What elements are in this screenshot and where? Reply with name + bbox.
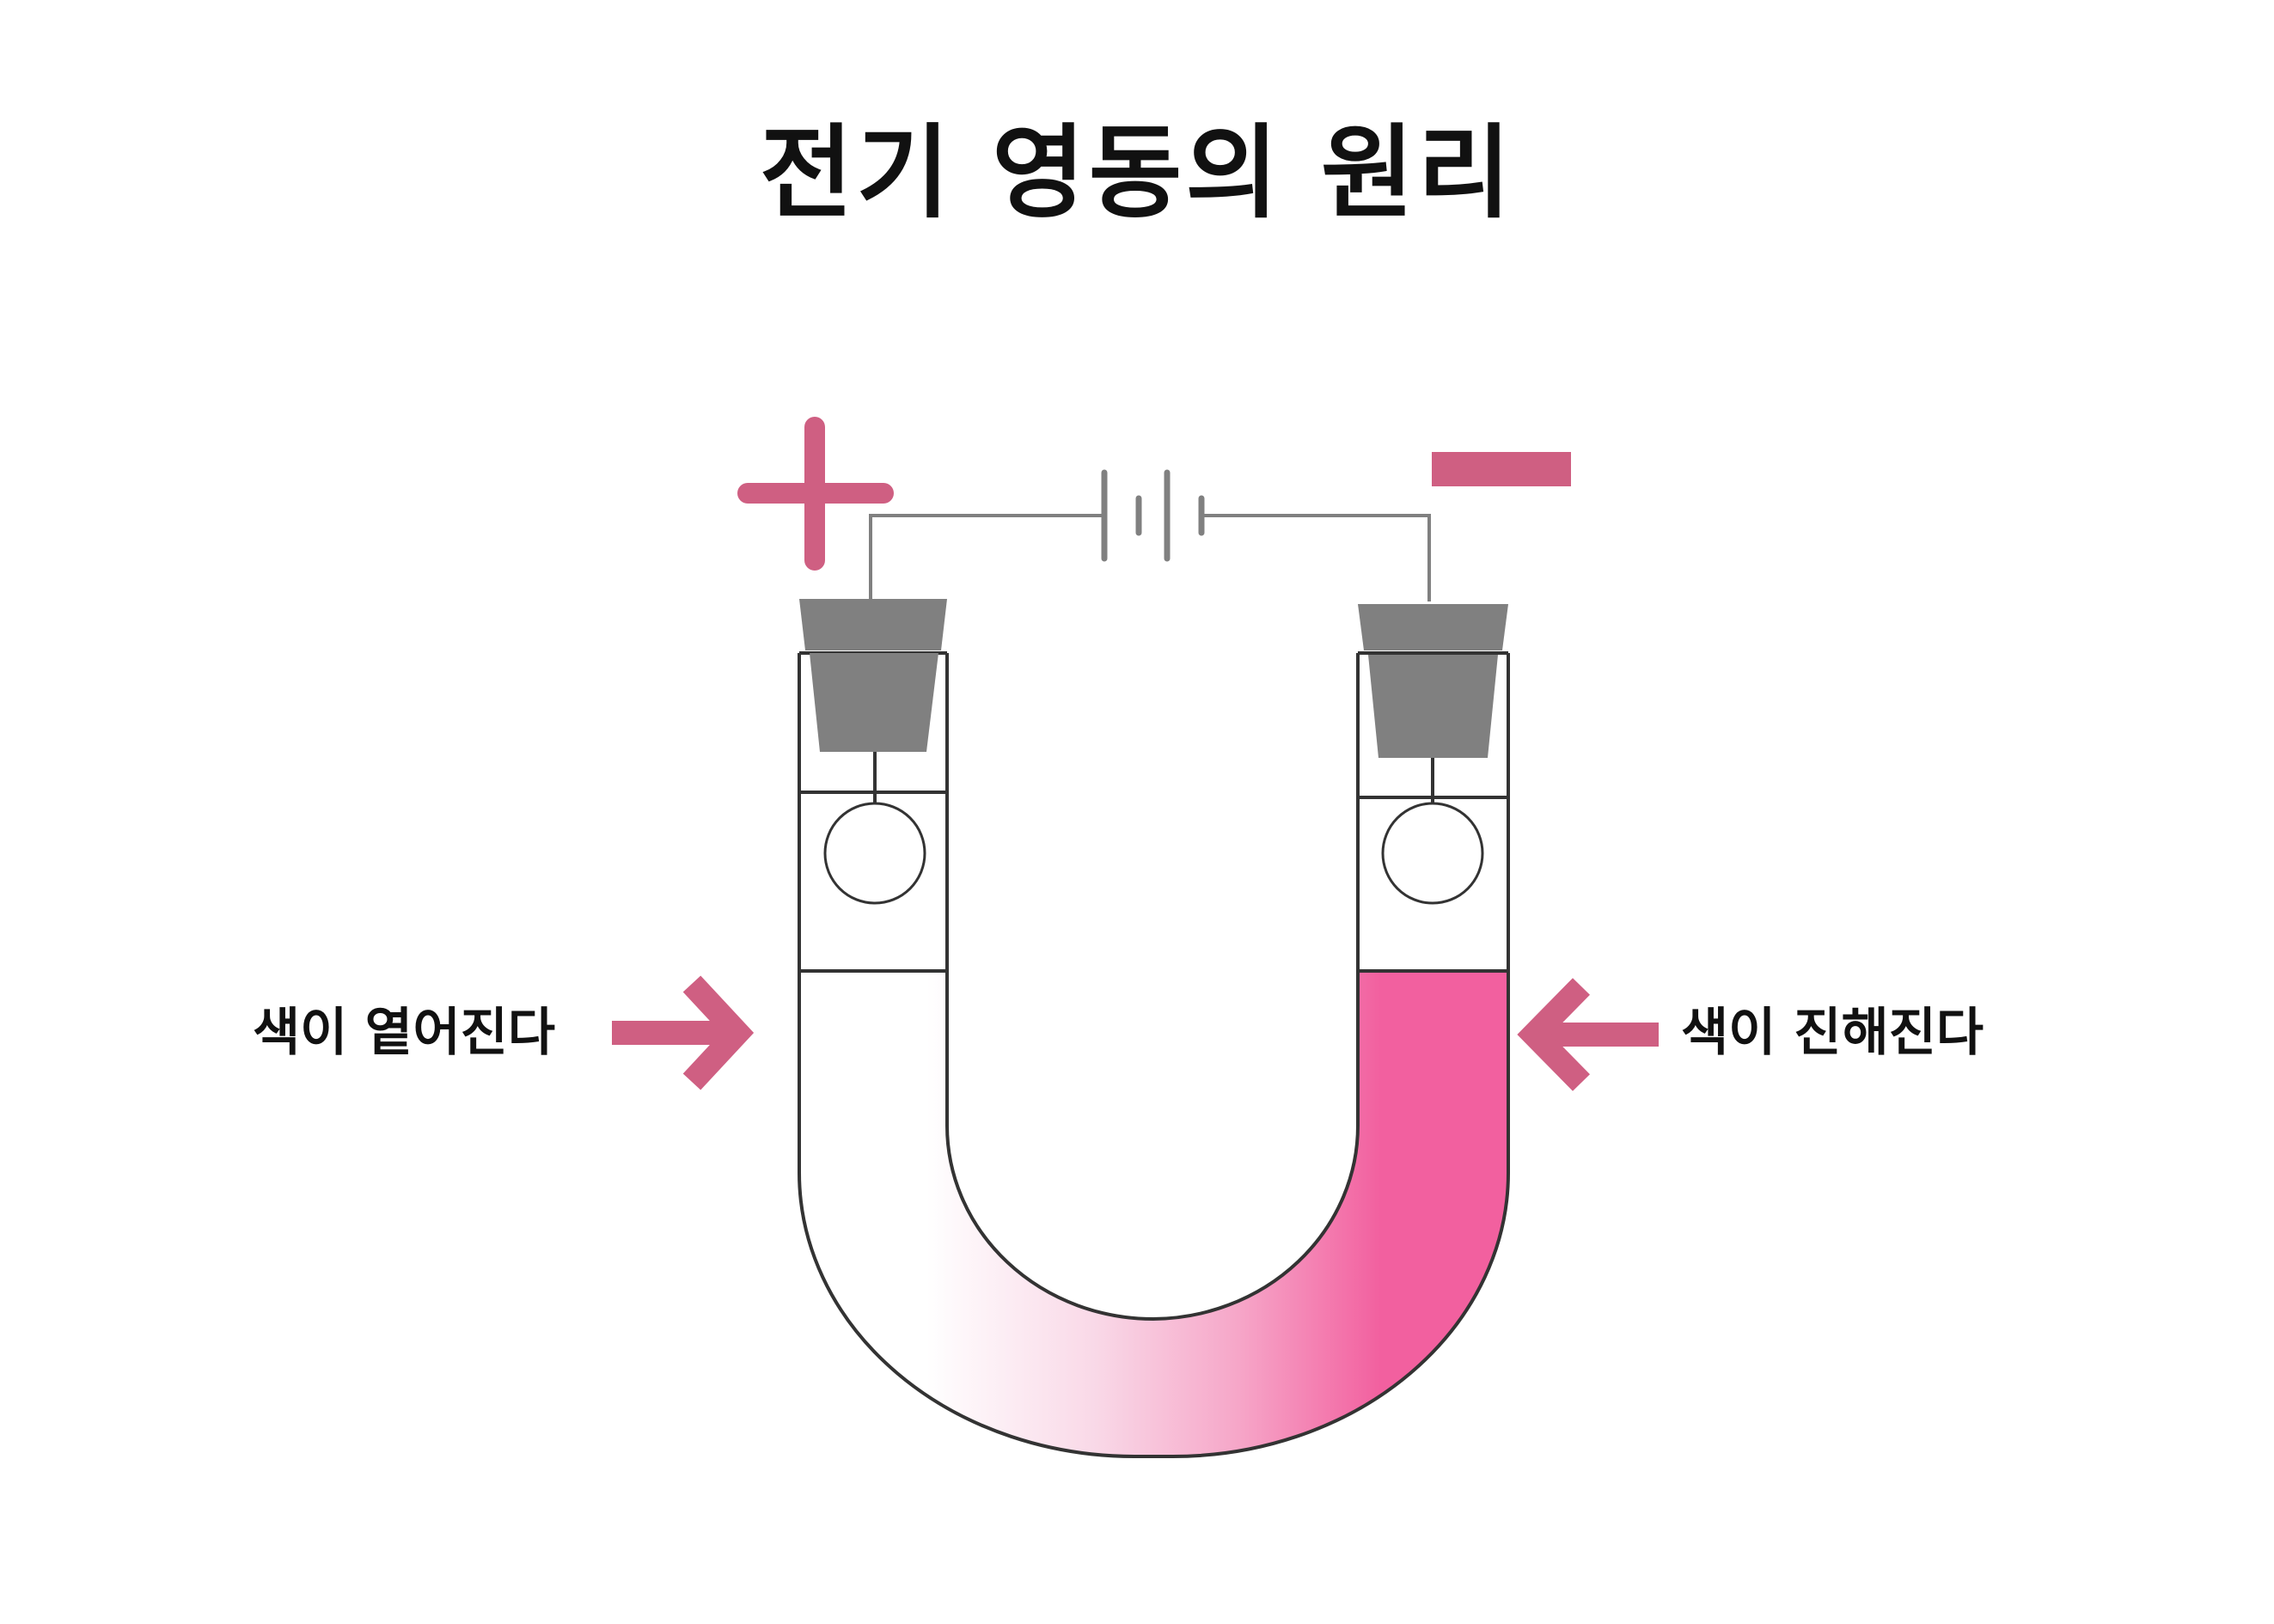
right-stopper bbox=[1358, 604, 1508, 758]
left-arrow-icon bbox=[612, 975, 755, 1090]
positive-electrode-sign bbox=[737, 417, 894, 571]
circuit-wire bbox=[869, 514, 1431, 601]
left-electrode-ball bbox=[823, 802, 926, 905]
right-side-label: 색이 진해진다 bbox=[1681, 1003, 1984, 1063]
solution-fill bbox=[799, 971, 1508, 1456]
left-stopper bbox=[799, 599, 947, 752]
left-side-label: 색이 옅어진다 bbox=[253, 1003, 555, 1063]
page-title: 전기 영동의 원리 bbox=[759, 113, 1515, 232]
right-electrode-ball bbox=[1381, 802, 1484, 905]
battery-icon bbox=[1101, 469, 1205, 562]
negative-electrode-sign bbox=[1432, 452, 1571, 486]
right-arrow-icon bbox=[1517, 978, 1659, 1091]
